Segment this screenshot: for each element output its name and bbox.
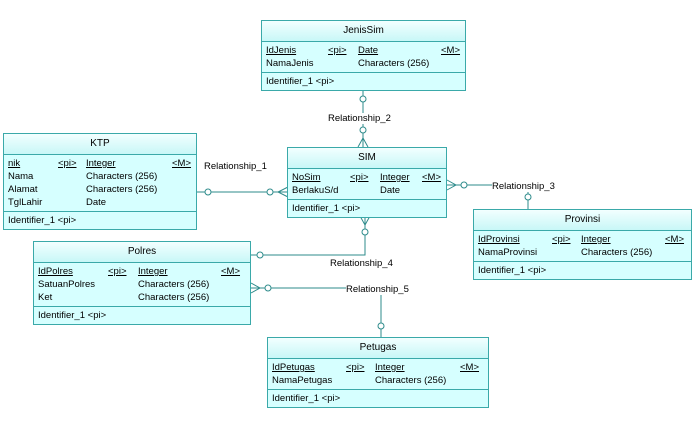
relationship-4-label[interactable]: Relationship_4 [330,258,393,269]
attribute-row: BerlakuS/d Date [292,184,442,197]
relationship-3-label[interactable]: Relationship_3 [492,181,555,192]
attribute-row: IdProvinsi <pi> Integer <M> [478,233,687,246]
attribute-row: Ket Characters (256) [38,291,246,304]
identifier: Identifier_1 <pi> [478,265,547,276]
attribute-name: IdPetugas [272,362,315,373]
entity-provinsi[interactable]: Provinsi IdProvinsi <pi> Integer <M> Nam… [473,209,692,280]
attribute-type: Integer [138,266,168,277]
attribute-mandatory: <M> [665,234,685,245]
relationship-5-label[interactable]: Relationship_5 [346,284,409,295]
attribute-list: IdPetugas <pi> Integer <M> NamaPetugas C… [268,359,488,390]
attribute-list: IdPolres <pi> Integer <M> SatuanPolres C… [34,263,250,307]
attribute-name: IdProvinsi [478,234,520,245]
attribute-type: Characters (256) [138,279,210,290]
attribute-row: nik <pi> Integer <M> [8,157,192,170]
attribute-name: Nama [8,171,34,182]
identifier: Identifier_1 <pi> [38,310,107,321]
attribute-row: IdPolres <pi> Integer <M> [38,265,246,278]
entity-title: Provinsi [474,210,691,231]
attribute-name: NamaProvinsi [478,247,538,258]
attribute-row: NamaProvinsi Characters (256) [478,246,687,259]
attribute-mandatory: <M> [422,172,442,183]
attribute-row: TglLahir Date [8,196,192,209]
attribute-mandatory: <M> [441,45,461,56]
attribute-list: IdProvinsi <pi> Integer <M> NamaProvinsi… [474,231,691,262]
relationship-2-label[interactable]: Relationship_2 [328,113,391,124]
relationship-1-label[interactable]: Relationship_1 [204,161,267,172]
identifier: Identifier_1 <pi> [272,393,341,404]
entity-jenissim[interactable]: JenisSim IdJenis <pi> Date <M> NamaJenis… [261,20,466,91]
attribute-type: Characters (256) [581,247,653,258]
attribute-type: Characters (256) [358,58,430,69]
attribute-row: NoSim <pi> Integer <M> [292,171,442,184]
attribute-name: IdPolres [38,266,73,277]
attribute-list: IdJenis <pi> Date <M> NamaJenis Characte… [262,42,465,73]
attribute-mandatory: <M> [221,266,241,277]
attribute-name: NamaPetugas [272,375,333,386]
entity-ktp[interactable]: KTP nik <pi> Integer <M> Nama Characters… [3,133,197,230]
attribute-list: nik <pi> Integer <M> Nama Characters (25… [4,155,196,212]
attribute-type: Integer [581,234,611,245]
entity-polres[interactable]: Polres IdPolres <pi> Integer <M> SatuanP… [33,241,251,325]
attribute-type: Date [358,45,379,56]
entity-title: KTP [4,134,196,155]
entity-title: JenisSim [262,21,465,42]
attribute-name: TglLahir [8,197,43,208]
attribute-row: Nama Characters (256) [8,170,192,183]
attribute-type: Characters (256) [86,184,158,195]
attribute-name: NamaJenis [266,58,314,69]
attribute-list: NoSim <pi> Integer <M> BerlakuS/d Date [288,169,446,200]
attribute-row: SatuanPolres Characters (256) [38,278,246,291]
entity-petugas[interactable]: Petugas IdPetugas <pi> Integer <M> NamaP… [267,337,489,408]
attribute-row: IdJenis <pi> Date <M> [266,44,461,57]
attribute-name: SatuanPolres [38,279,96,290]
attribute-key: <pi> [58,158,77,169]
attribute-type: Characters (256) [138,292,210,303]
attribute-row: Alamat Characters (256) [8,183,192,196]
attribute-name: NoSim [292,172,321,183]
attribute-row: NamaPetugas Characters (256) [272,374,484,387]
attribute-type: Characters (256) [86,171,158,182]
identifier: Identifier_1 <pi> [292,203,361,214]
attribute-type: Characters (256) [375,375,447,386]
attribute-key: <pi> [552,234,571,245]
attribute-mandatory: <M> [172,158,192,169]
entity-title: SIM [288,148,446,169]
attribute-name: Ket [38,292,53,303]
attribute-key: <pi> [350,172,369,183]
attribute-mandatory: <M> [460,362,480,373]
attribute-row: IdPetugas <pi> Integer <M> [272,361,484,374]
attribute-row: NamaJenis Characters (256) [266,57,461,70]
attribute-name: nik [8,158,21,169]
entity-title: Polres [34,242,250,263]
attribute-type: Integer [86,158,116,169]
attribute-type: Date [86,197,107,208]
attribute-name: BerlakuS/d [292,185,339,196]
identifier: Identifier_1 <pi> [8,215,77,226]
entity-title: Petugas [268,338,488,359]
attribute-type: Integer [380,172,410,183]
attribute-key: <pi> [108,266,127,277]
attribute-name: Alamat [8,184,38,195]
attribute-key: <pi> [346,362,365,373]
entity-sim[interactable]: SIM NoSim <pi> Integer <M> BerlakuS/d Da… [287,147,447,218]
identifier: Identifier_1 <pi> [266,76,335,87]
attribute-name: IdJenis [266,45,297,56]
attribute-type: Integer [375,362,405,373]
attribute-type: Date [380,185,401,196]
attribute-key: <pi> [328,45,347,56]
